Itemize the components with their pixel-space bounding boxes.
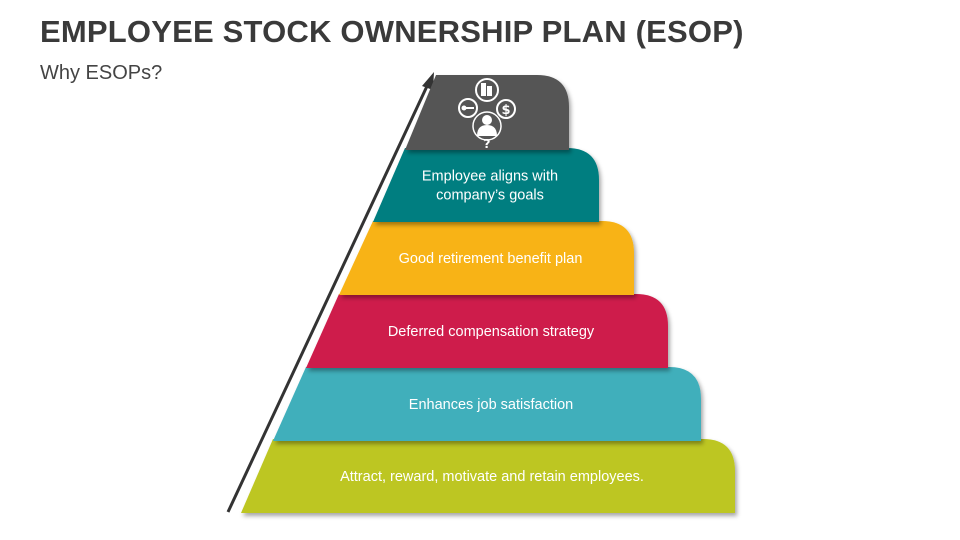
pyramid-tier-label: company’s goals [436,188,544,204]
pyramid-tier-shape [339,221,634,295]
pyramid-tier-label: Attract, reward, motivate and retain emp… [340,469,644,485]
svg-text:$: $ [501,103,510,118]
pyramid-tier-1: Employee aligns with company’s goals [373,148,599,222]
pyramid-tier-3: Deferred compensation strategy [306,294,668,368]
growth-arrow [226,72,434,513]
pyramid-tier-shape [241,439,735,513]
employee-shares-icon: $ ? [458,78,516,151]
page-title: EMPLOYEE STOCK OWNERSHIP PLAN (ESOP) [40,14,744,49]
pyramid-tier-2: Good retirement benefit plan [339,221,634,295]
pyramid-tier-label: Deferred compensation strategy [388,324,595,340]
page-subtitle: Why ESOPs? [40,62,163,84]
pyramid-tiers: Attract, reward, motivate and retain emp… [241,75,735,513]
pyramid-tier-shape [273,367,701,441]
pyramid-tier-label: Employee aligns with [422,169,558,185]
svg-text:?: ? [484,137,491,151]
pyramid-tier-shape [373,148,599,222]
pyramid-tier-shape [306,294,668,368]
pyramid-tier-label: Enhances job satisfaction [409,397,573,413]
pyramid-tier-label: Good retirement benefit plan [399,251,583,267]
pyramid-tier-5: Attract, reward, motivate and retain emp… [241,439,735,513]
pyramid-tier-4: Enhances job satisfaction [273,367,701,441]
